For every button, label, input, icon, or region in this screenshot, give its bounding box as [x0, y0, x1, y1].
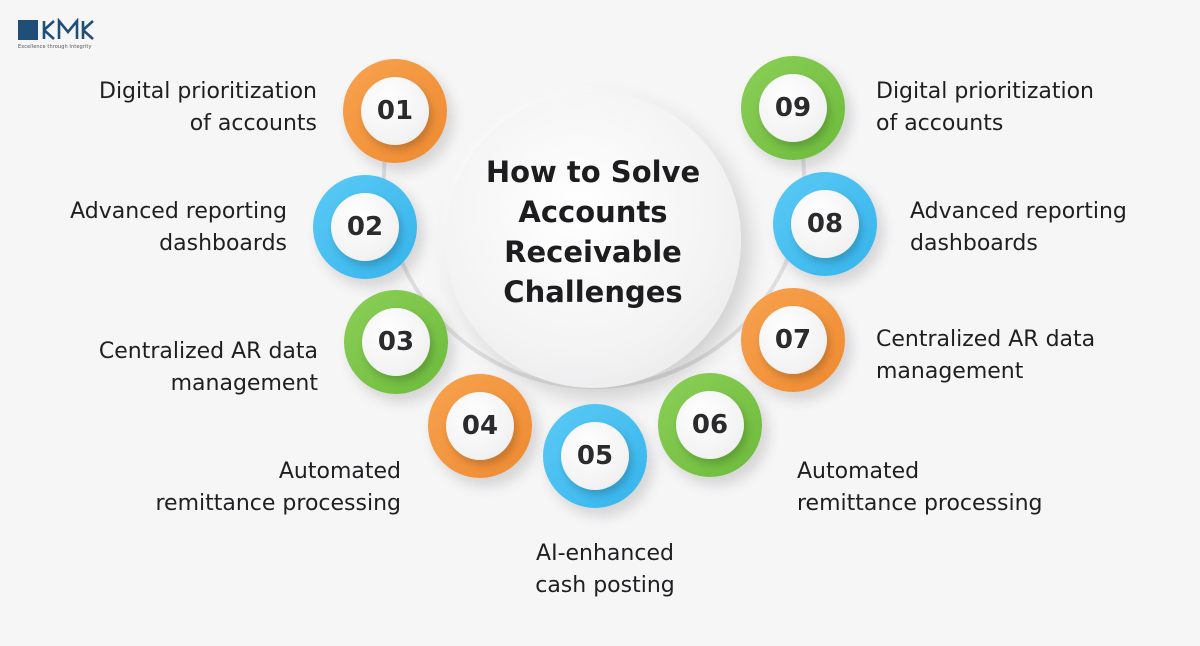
step-01-node: 01 — [343, 59, 447, 163]
step-09-node: 09 — [741, 56, 845, 160]
page-title: How to Solve Accounts Receivable Challen… — [455, 152, 731, 312]
step-number: 05 — [561, 422, 629, 490]
step-03-node: 03 — [344, 290, 448, 394]
step-05-node: 05 — [543, 404, 647, 508]
step-number: 01 — [361, 77, 429, 145]
title-line: How to Solve — [485, 155, 701, 189]
step-07-node: 07 — [741, 288, 845, 392]
step-number: 08 — [791, 190, 859, 258]
step-06-node: 06 — [658, 373, 762, 477]
step-number: 04 — [446, 392, 514, 460]
step-number: 02 — [331, 193, 399, 261]
step-08-node: 08 — [773, 172, 877, 276]
step-02-node: 02 — [313, 175, 417, 279]
title-line: Accounts — [518, 195, 668, 229]
step-04-node: 04 — [428, 374, 532, 478]
step-number: 09 — [759, 74, 827, 142]
title-line: Receivable — [504, 235, 682, 269]
kmk-logo-mark — [18, 18, 94, 40]
kmk-logo: Excellence through Integrity — [18, 18, 108, 52]
step-number: 06 — [676, 391, 744, 459]
step-number: 07 — [759, 306, 827, 374]
center-circle — [445, 92, 741, 388]
logo-tagline: Excellence through Integrity — [18, 44, 92, 50]
title-line: Challenges — [503, 275, 683, 309]
step-number: 03 — [362, 308, 430, 376]
